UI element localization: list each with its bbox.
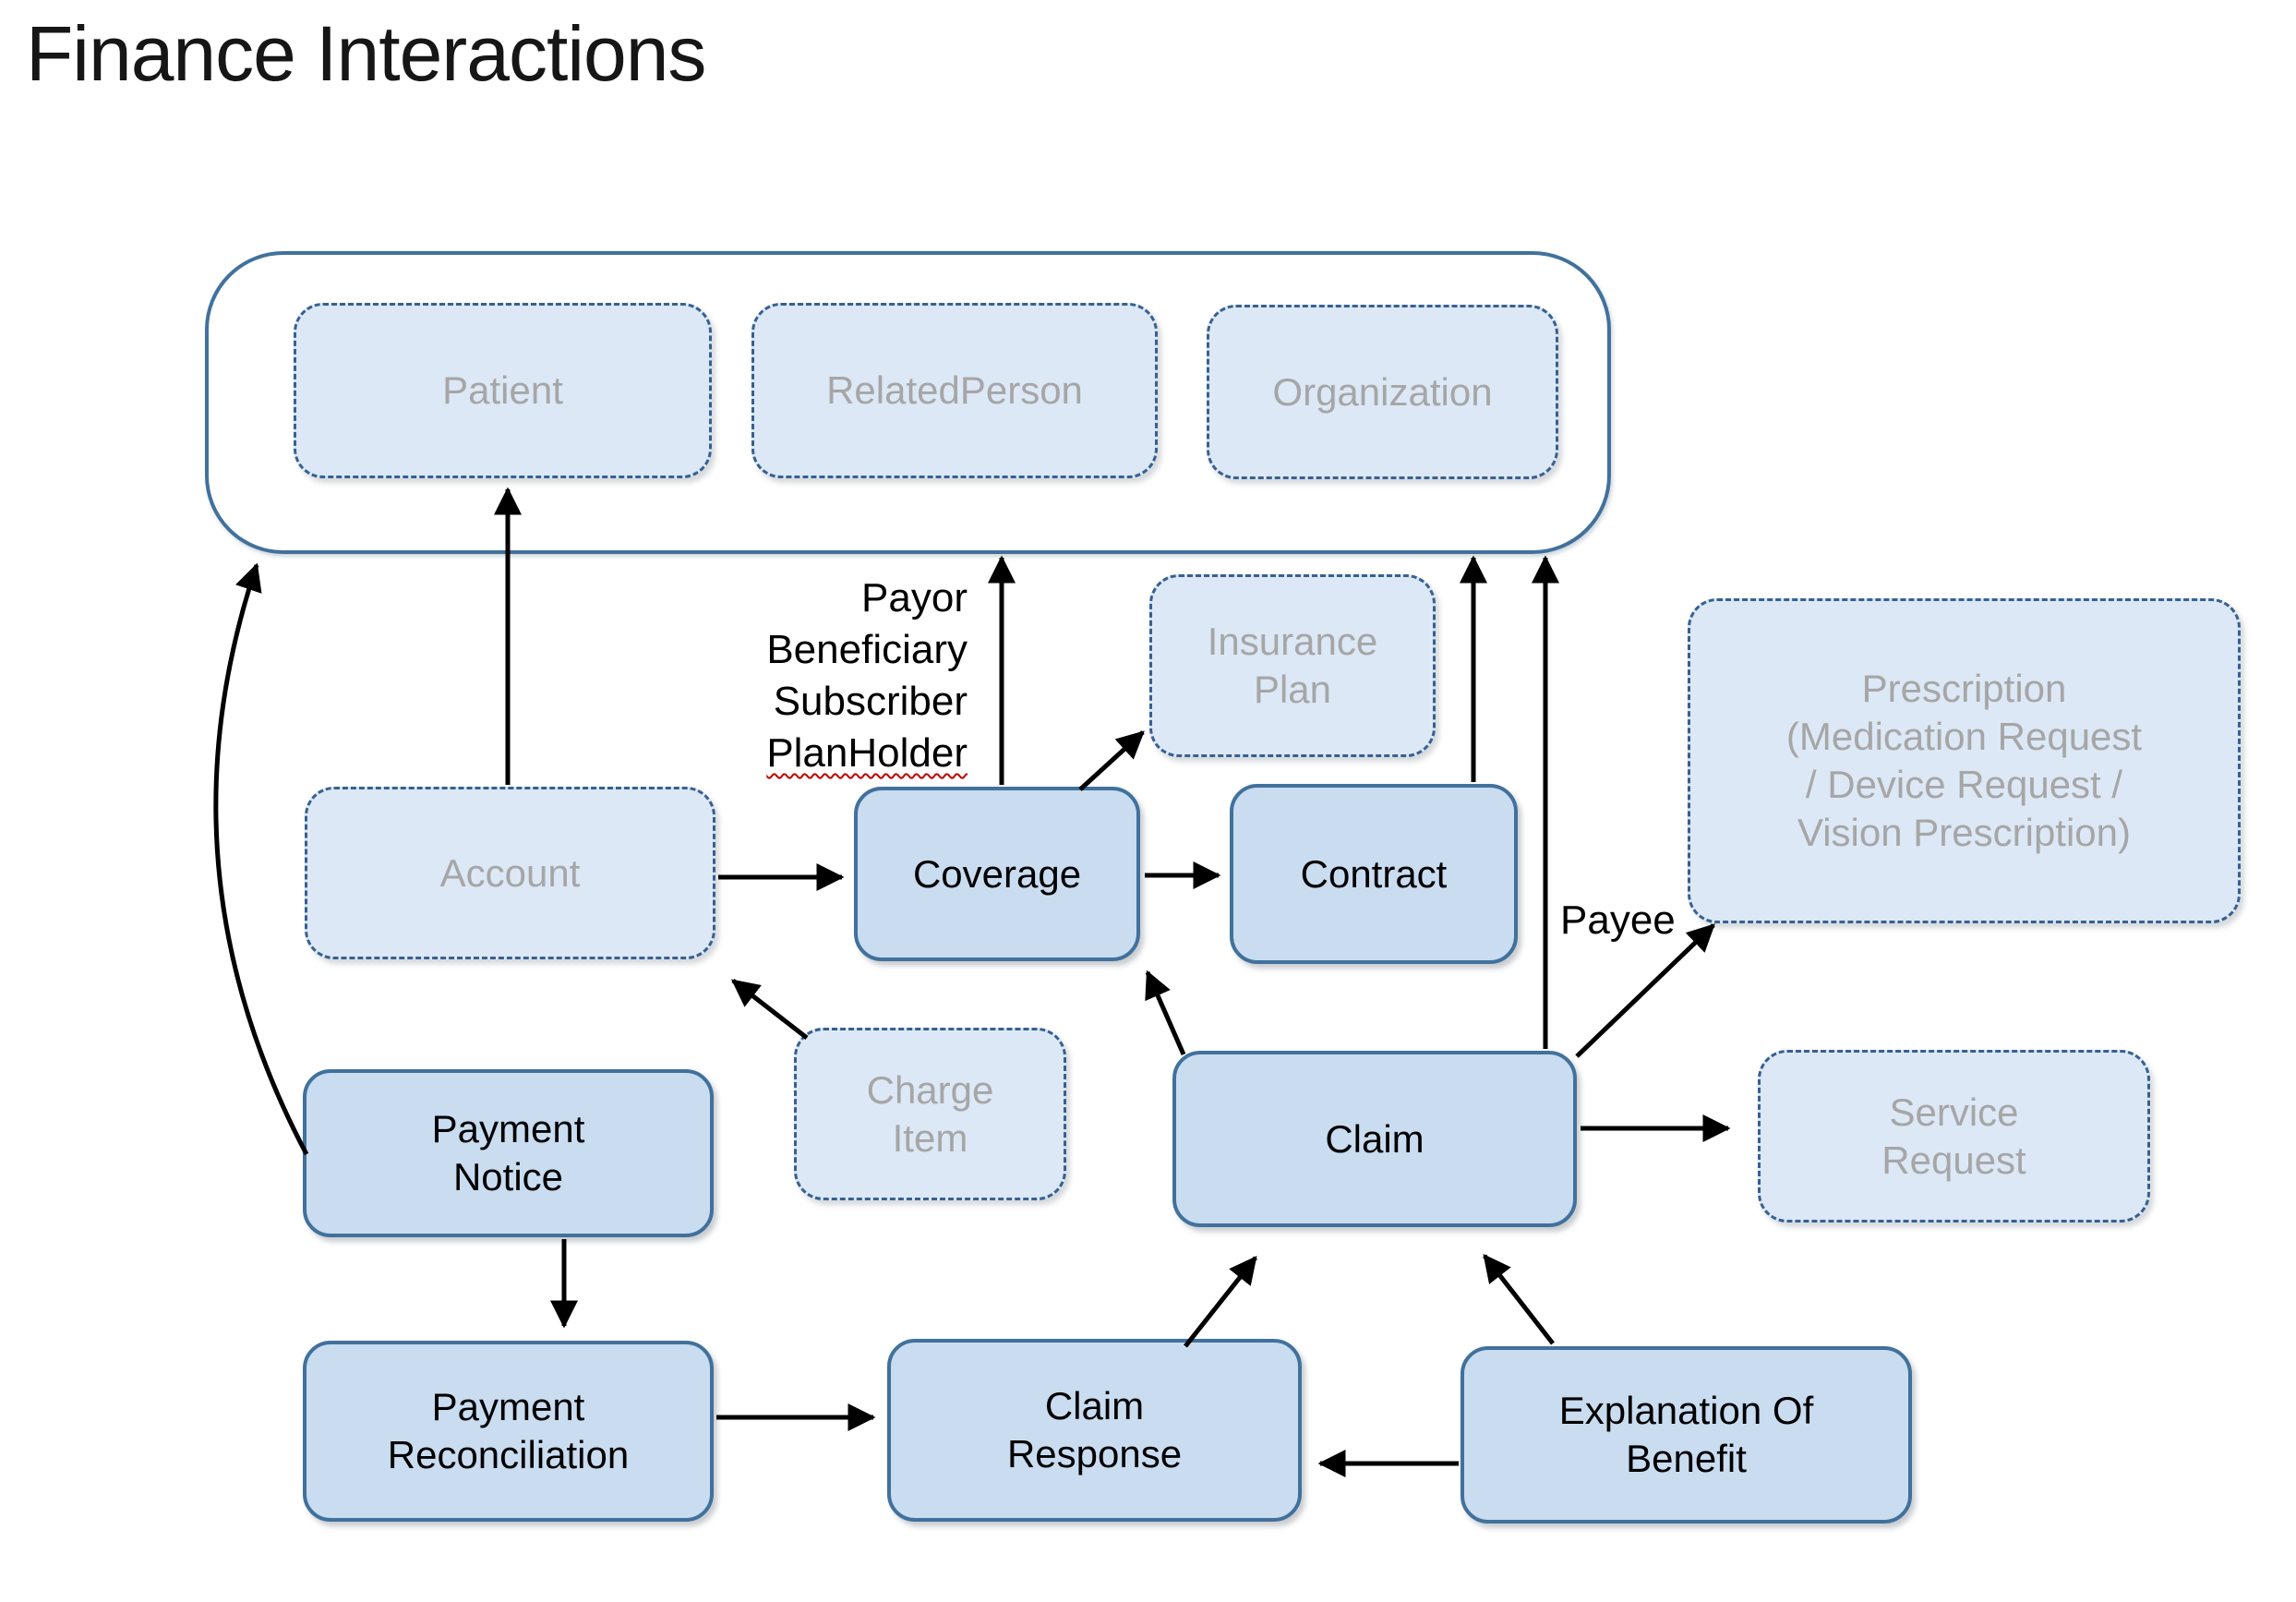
node-claim-response: Claim Response <box>887 1339 1302 1522</box>
relationship-label-subscriber: Subscriber <box>773 679 968 724</box>
node-payment-notice: Payment Notice <box>303 1069 714 1237</box>
node-insurance-plan: Insurance Plan <box>1149 574 1436 757</box>
node-charge-item: Charge Item <box>794 1028 1066 1200</box>
node-related-person: RelatedPerson <box>751 303 1158 478</box>
arrow-claim-response-to-claim <box>1184 1256 1257 1348</box>
arrow-coverage-to-insurance-plan <box>1078 730 1145 791</box>
node-contract: Contract <box>1230 784 1518 964</box>
page-title: Finance Interactions <box>26 10 706 97</box>
node-prescription: Prescription (Medication Request / Devic… <box>1688 598 2241 923</box>
arrow-claim-to-coverage <box>1145 970 1186 1056</box>
arrow-payment-notice-to-participants-curved <box>213 562 309 1156</box>
payee-label: Payee <box>1560 897 1676 943</box>
arrow-explanation-of-benefit-to-claim <box>1483 1254 1555 1345</box>
node-claim: Claim <box>1172 1051 1577 1227</box>
arrow-claim-to-prescription-payee <box>1575 923 1715 1058</box>
relationship-label-planholder: PlanHolder <box>766 730 968 776</box>
node-patient: Patient <box>294 303 712 478</box>
node-explanation-of-benefit: Explanation Of Benefit <box>1461 1346 1912 1524</box>
relationship-label-beneficiary: Beneficiary <box>766 627 968 672</box>
relationship-label-payor: Payor <box>861 575 968 620</box>
arrow-charge-item-to-account <box>731 979 809 1040</box>
node-account: Account <box>305 787 715 959</box>
node-organization: Organization <box>1207 305 1558 479</box>
node-service-request: Service Request <box>1758 1050 2150 1223</box>
node-payment-reconciliation: Payment Reconciliation <box>303 1341 714 1522</box>
node-coverage: Coverage <box>854 787 1140 961</box>
